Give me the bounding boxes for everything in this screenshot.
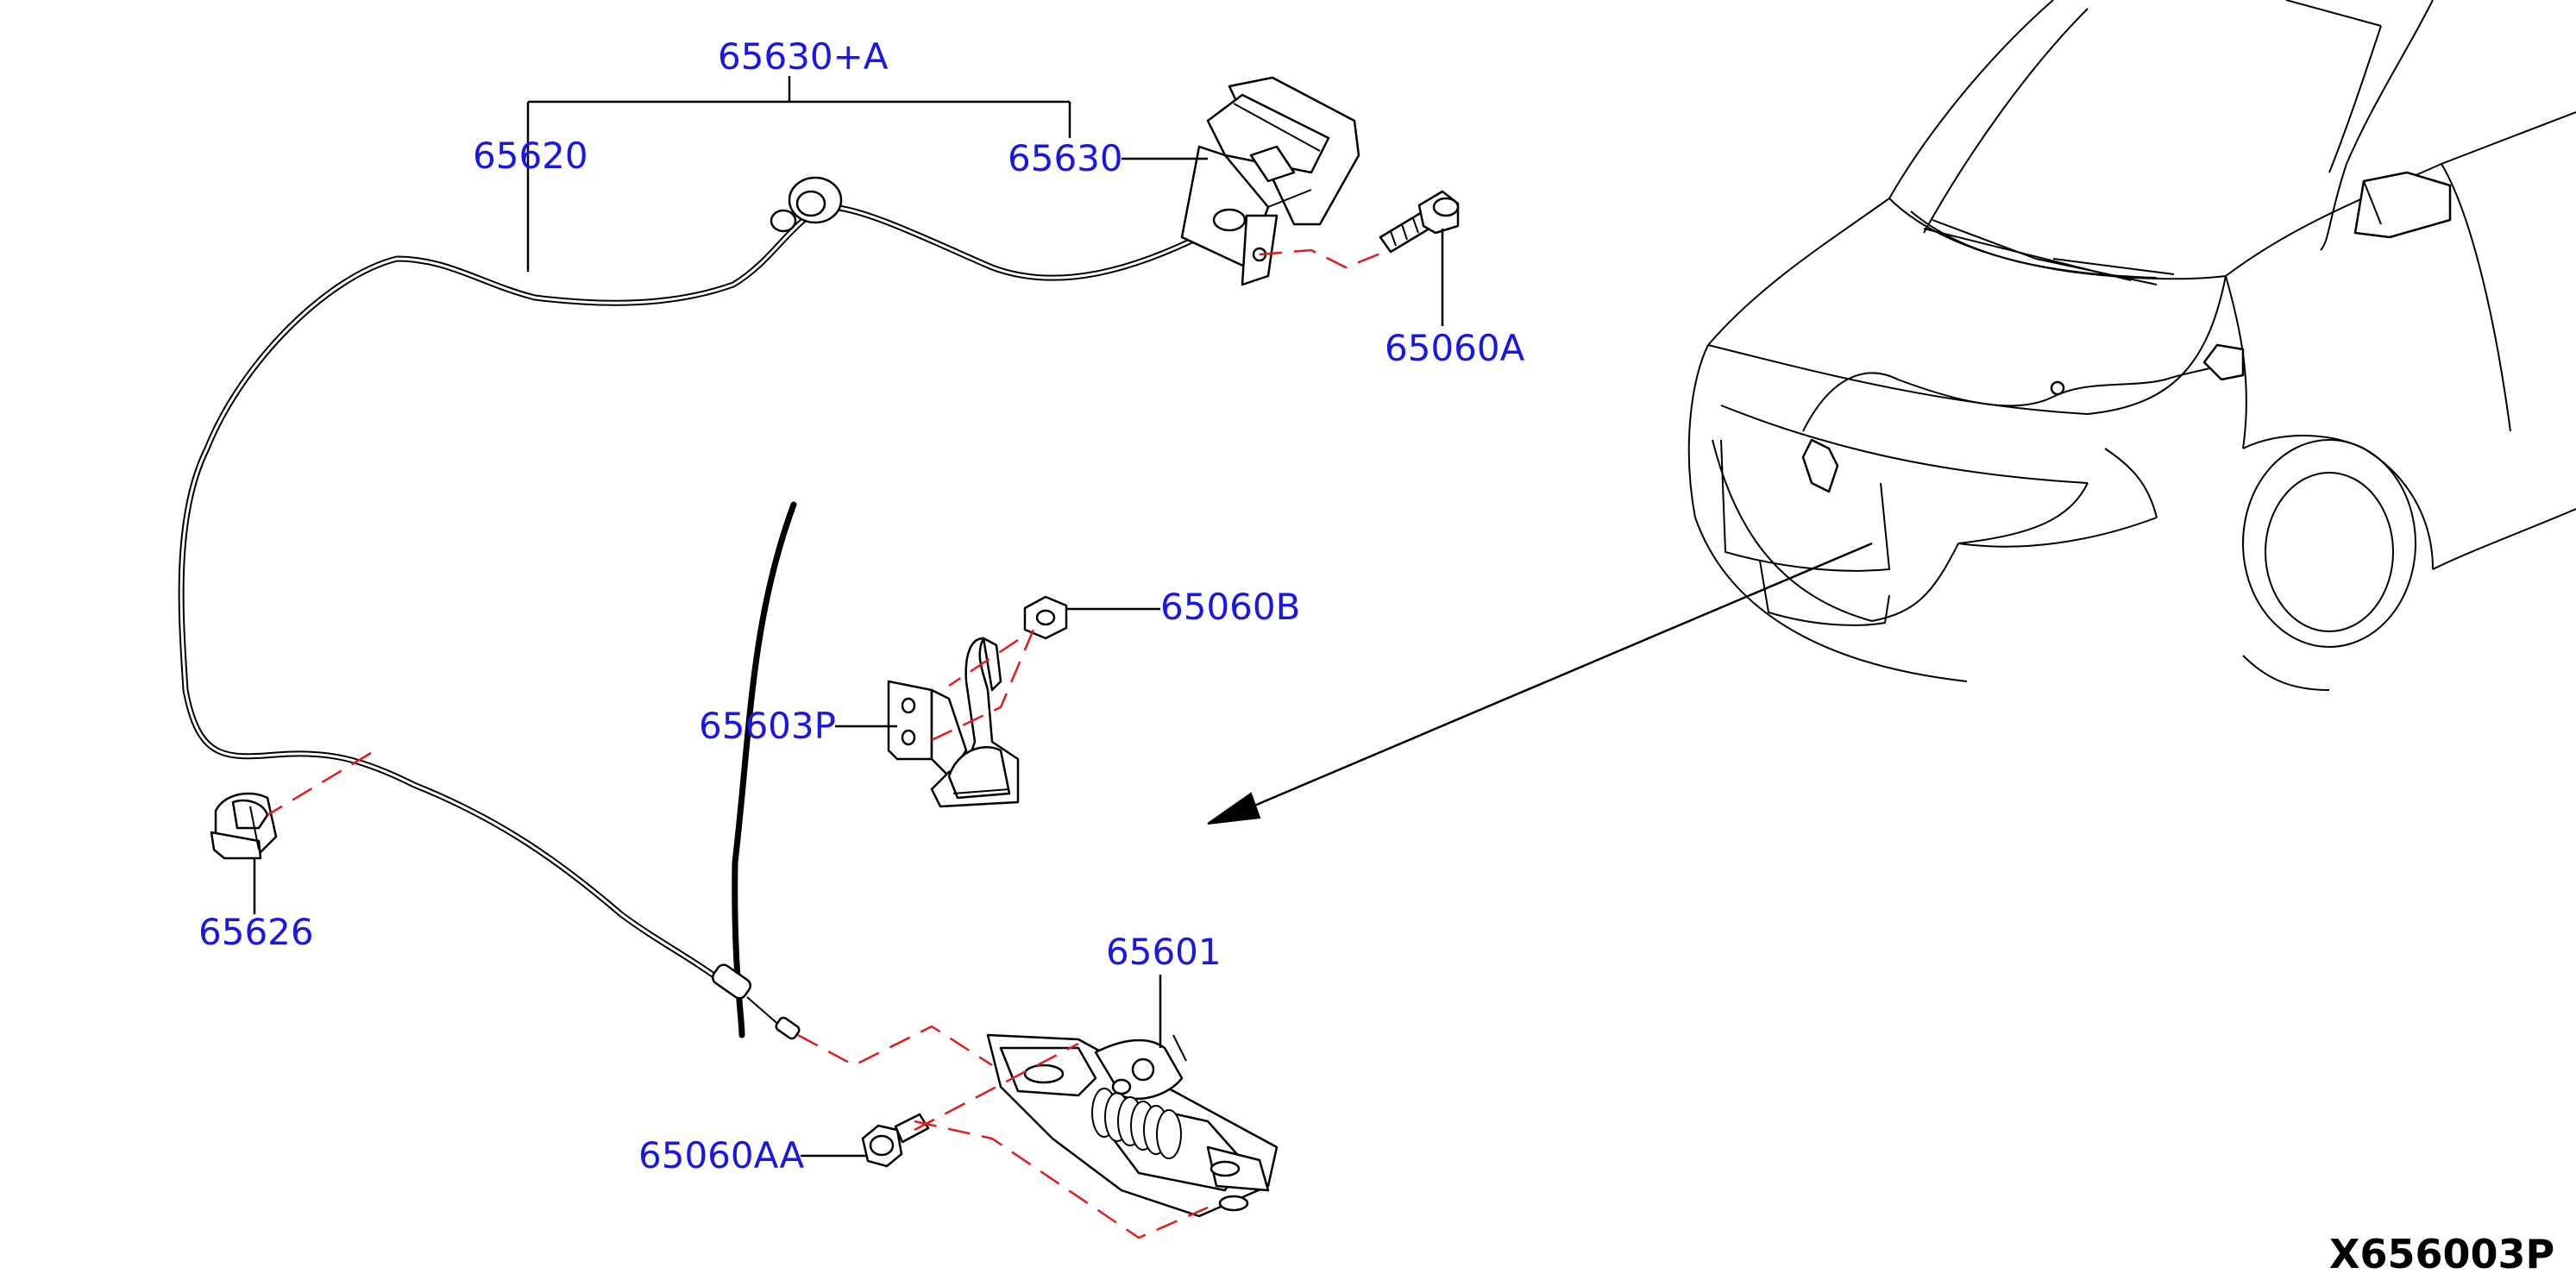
hood-lock-assembly xyxy=(986,1033,1279,1218)
handle-screw xyxy=(1379,190,1460,254)
vehicle-front-illustration xyxy=(1687,0,2576,691)
lock-bolt xyxy=(861,1113,930,1168)
hood-lock-bracket xyxy=(887,637,1020,808)
detail-arrow xyxy=(1207,542,1873,825)
label-65630-a: 65630+A xyxy=(718,35,889,78)
hood-release-handle xyxy=(1180,76,1360,286)
leader-lines xyxy=(253,76,1444,1158)
label-65620: 65620 xyxy=(473,135,588,177)
label-65630: 65630 xyxy=(1008,137,1123,179)
phantom-lines xyxy=(267,248,1390,1239)
lock-spring xyxy=(1091,1088,1182,1159)
label-65603p: 65603P xyxy=(699,705,836,747)
label-65060b: 65060B xyxy=(1160,586,1300,628)
figure-code: X656003P xyxy=(2329,1231,2554,1277)
cable-clip xyxy=(210,792,278,860)
label-65626: 65626 xyxy=(198,911,314,953)
label-65060aa: 65060AA xyxy=(638,1134,805,1176)
bracket-nut xyxy=(1023,595,1068,640)
label-65601: 65601 xyxy=(1106,931,1222,973)
release-cable xyxy=(178,176,1211,1040)
label-65060a: 65060A xyxy=(1385,327,1525,369)
